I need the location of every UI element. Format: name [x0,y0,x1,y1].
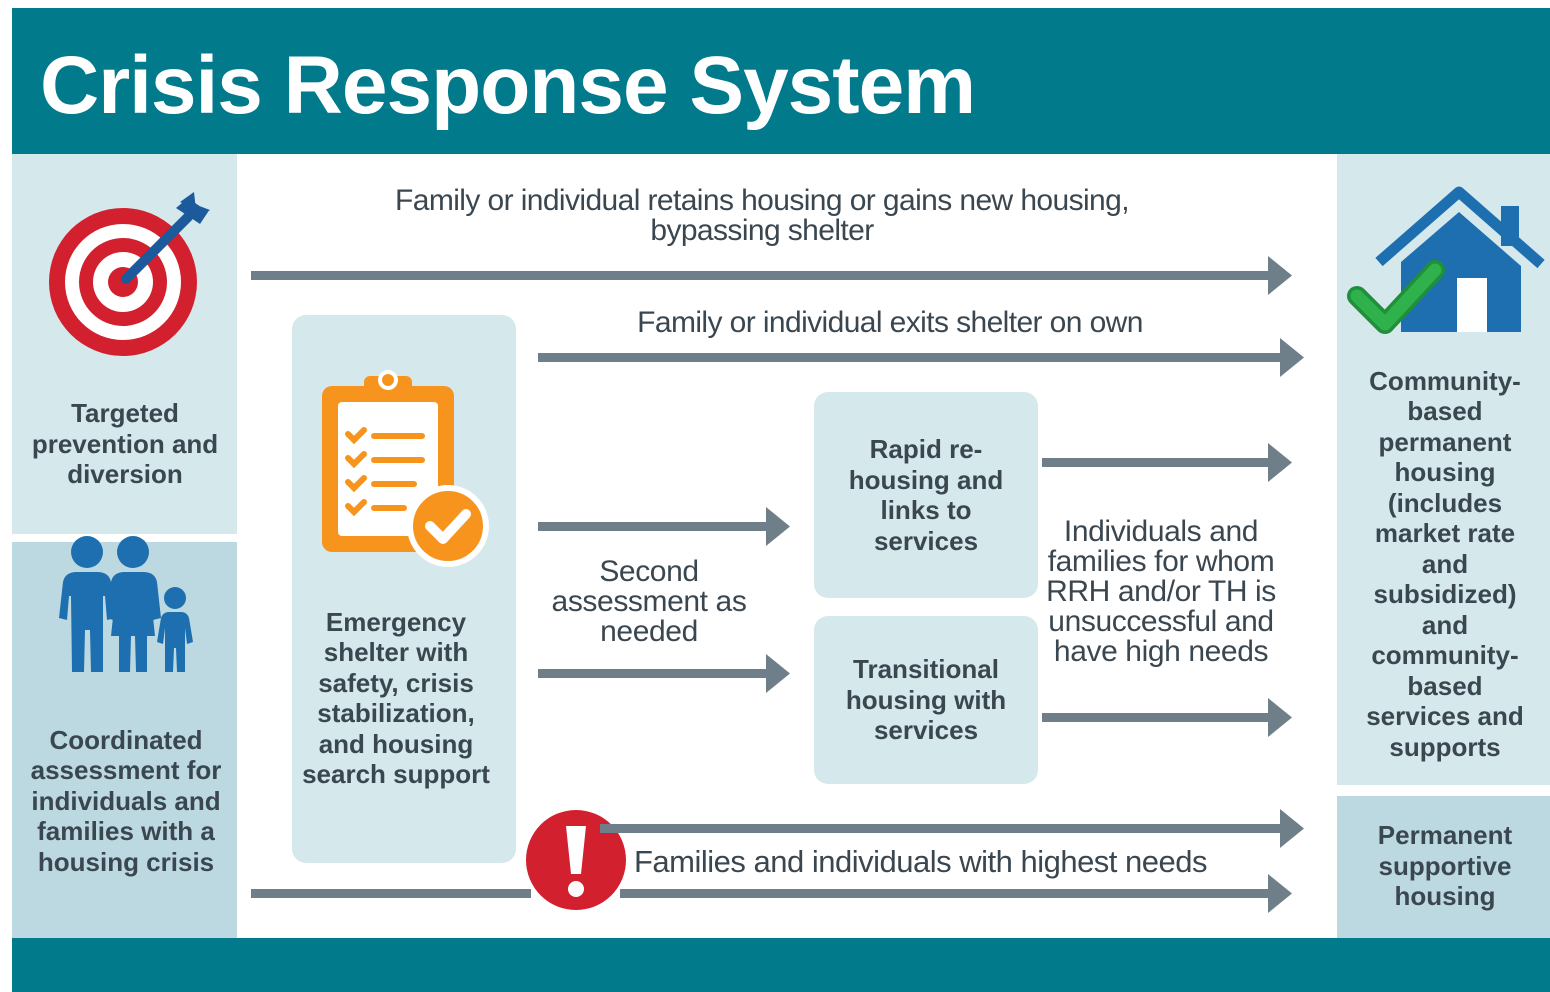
clipboard-checklist-icon [318,368,490,568]
psh-panel [1337,796,1550,938]
assessment-label: Coordinated assessment for individuals a… [30,724,222,877]
permanent-housing-label: Community-based permanent housing (inclu… [1366,365,1524,762]
footer-bar [12,938,1550,992]
page-title: Crisis Response System [40,40,976,131]
rapid-rehousing-label: Rapid re-housing and links to services [848,434,1004,556]
header-bar [12,8,1550,154]
house-with-checkmark-icon [1345,186,1545,346]
bypass-label: Family or individual retains housing or … [395,184,1130,247]
exit-label: Family or individual exits shelter on ow… [637,306,1143,339]
shelter-label: Emergency shelter with safety, crisis st… [302,606,490,790]
transitional-housing-label: Transitional housing with services [845,654,1007,746]
second-assessment-label: Second assessment as needed [551,555,747,648]
prevention-label: Targeted prevention and diversion [31,398,219,490]
target-with-arrow-icon [48,190,213,360]
psh-label: Permanent supportive housing [1377,820,1513,912]
family-icon [55,532,200,674]
rapid-rehousing-box: Rapid re-housing and links to services [814,392,1038,598]
exclamation-alert-icon [524,808,628,912]
highest-needs-label: Families and individuals with highest ne… [634,844,1208,879]
transitional-housing-box: Transitional housing with services [814,616,1038,784]
unsuccessful-label: Individuals and families for whom RRH an… [1046,515,1276,668]
